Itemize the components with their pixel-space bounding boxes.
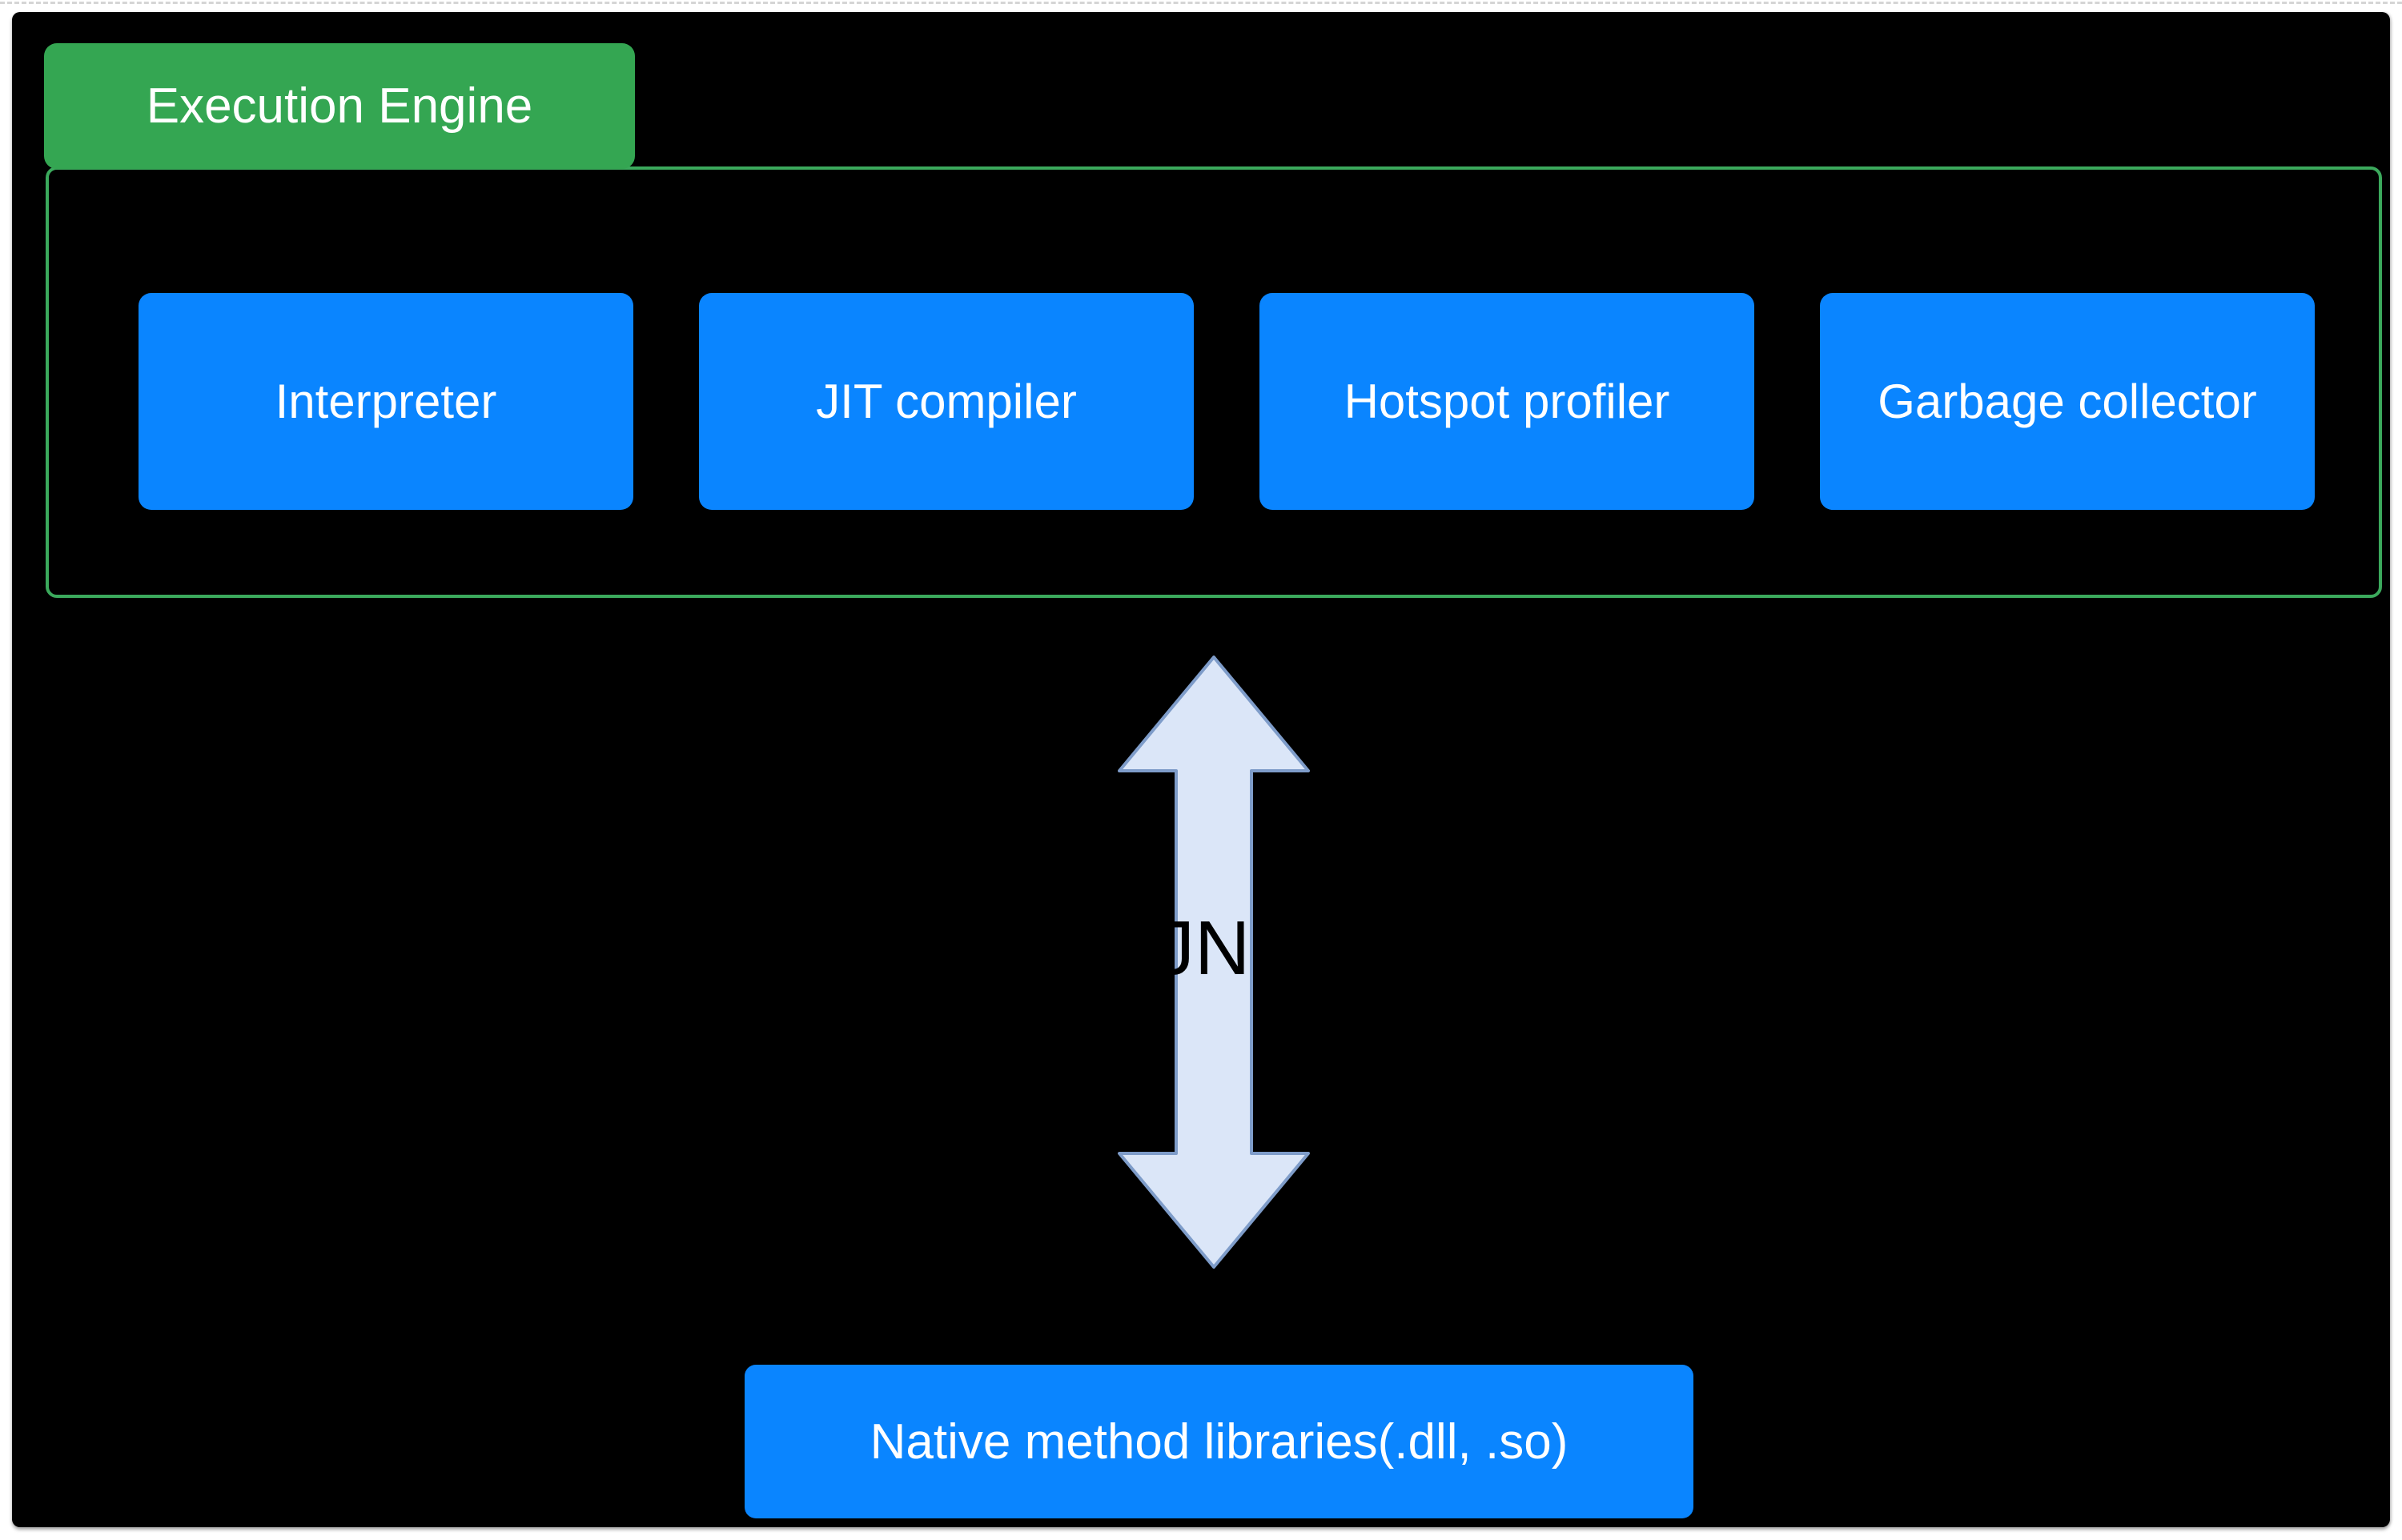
node-garbage-collector-label: Garbage collector (1878, 375, 2257, 428)
node-interpreter-label: Interpreter (275, 375, 497, 428)
execution-engine-tab: Execution Engine (44, 43, 635, 169)
node-interpreter: Interpreter (139, 293, 633, 510)
node-jit-compiler-label: JIT compiler (816, 375, 1077, 428)
execution-engine-label: Execution Engine (146, 78, 533, 134)
jni-double-arrow-icon (1118, 656, 1310, 1269)
diagram-canvas: Execution Engine Interpreter JIT compile… (12, 12, 2390, 1527)
node-native-method-libraries-label: Native method libraries(.dll, .so) (870, 1414, 1569, 1470)
node-native-method-libraries: Native method libraries(.dll, .so) (745, 1365, 1693, 1518)
node-hotspot-profiler: Hotspot profiler (1259, 293, 1754, 510)
node-hotspot-profiler-label: Hotspot profiler (1344, 375, 1670, 428)
node-garbage-collector: Garbage collector (1820, 293, 2315, 510)
page-edge-artifact (0, 2, 2402, 4)
execution-engine-group (46, 166, 2382, 598)
jni-label: JNI (1156, 905, 1271, 991)
node-jit-compiler: JIT compiler (699, 293, 1194, 510)
